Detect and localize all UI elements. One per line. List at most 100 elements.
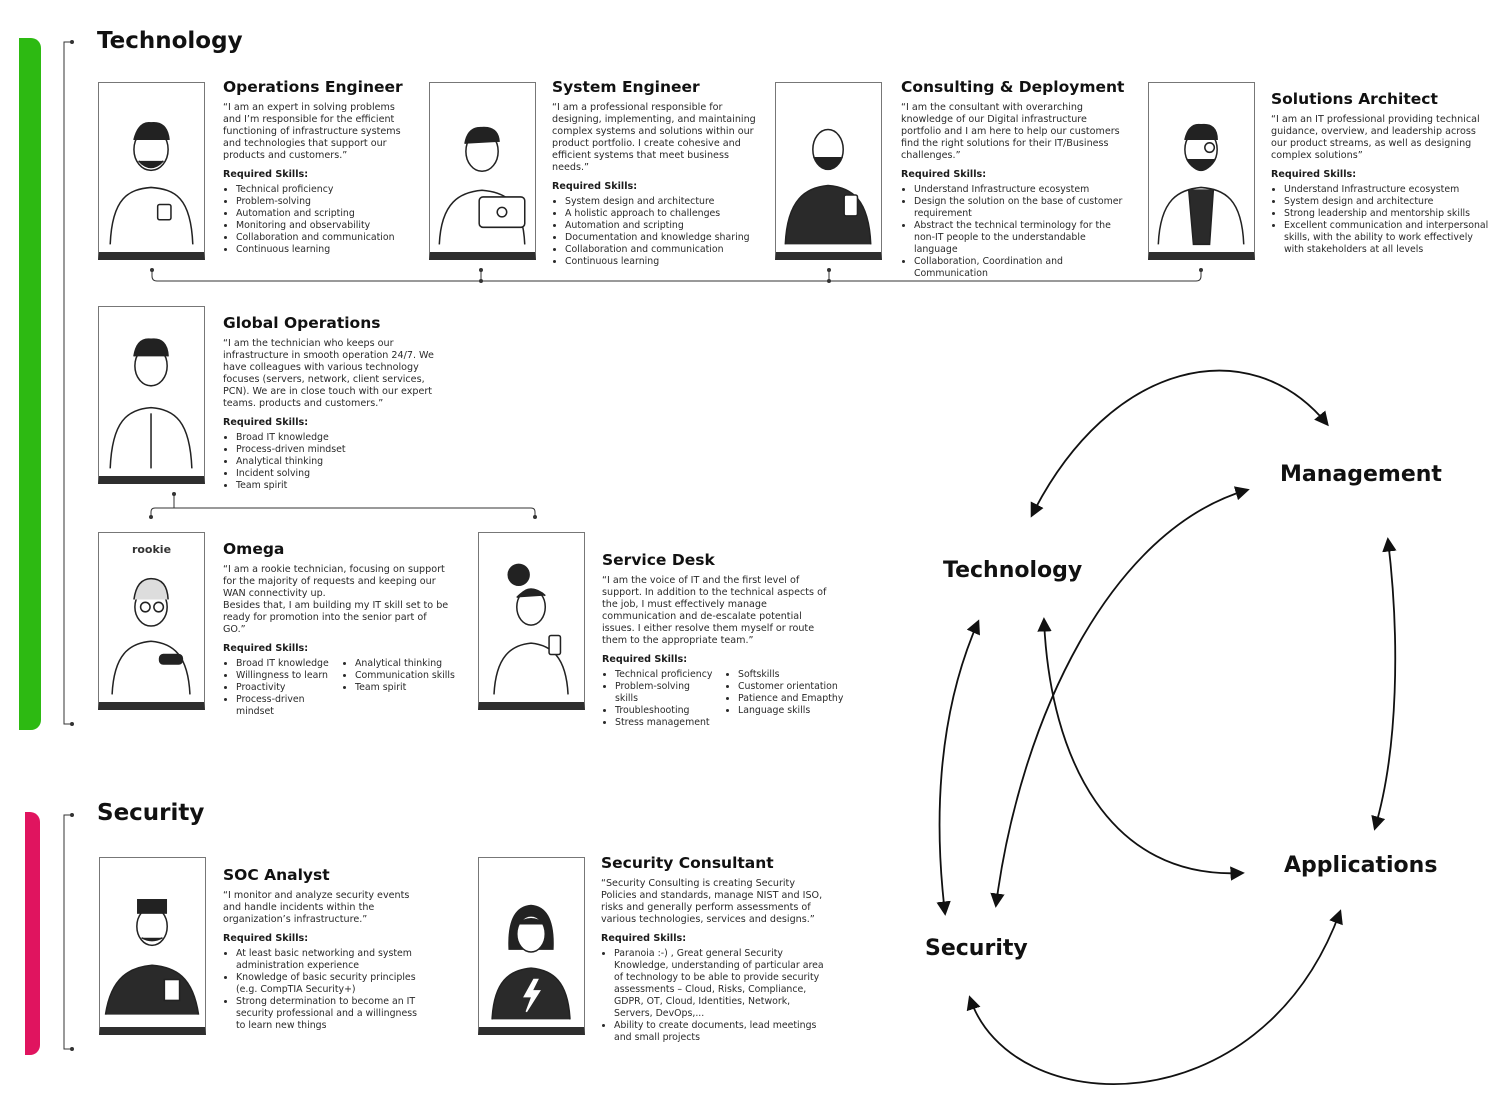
skills-list: Analytical thinking Communication skills… [342, 658, 460, 718]
skill-item: Design the solution on the base of custo… [914, 196, 1126, 220]
skill-item: Technical proficiency [615, 669, 715, 681]
skill-item: Team spirit [355, 682, 460, 694]
skill-item: Collaboration, Coordination and Communic… [914, 256, 1126, 280]
skill-item: Understand Infrastructure ecosystem [1284, 184, 1489, 196]
skill-item: Documentation and knowledge sharing [565, 232, 757, 244]
required-skills-label: Required Skills: [601, 933, 687, 944]
skill-item: Softskills [738, 669, 848, 681]
card-quote: “I am an expert in solving problems and … [223, 102, 401, 161]
solutions-architect-card: Solutions Architect “I am an IT professi… [1271, 90, 1489, 256]
skills-list: Broad IT knowledge Process-driven mindse… [223, 432, 451, 492]
soc-analyst-illustration [99, 857, 206, 1035]
required-skills-label: Required Skills: [223, 933, 309, 944]
service-desk-card: Service Desk “I am the voice of IT and t… [602, 551, 843, 729]
skill-item: Knowledge of basic security principles (… [236, 972, 423, 996]
omega-card: Omega “I am a rookie technician, focusin… [223, 540, 455, 718]
skill-item: Analytical thinking [236, 456, 451, 468]
card-quote: “I am the voice of IT and the first leve… [602, 575, 827, 646]
ops-engineer-illustration [98, 82, 205, 260]
skill-item: Incident solving [236, 468, 451, 480]
card-quote: “I am the technician who keeps our infra… [223, 338, 434, 409]
card-title: Omega [223, 540, 285, 558]
skill-item: Excellent communication and interpersona… [1284, 220, 1489, 256]
technology-section-bar [19, 38, 41, 730]
card-title: System Engineer [552, 78, 700, 96]
cycle-label-technology: Technology [943, 558, 1083, 583]
security-consultant-illustration [478, 857, 585, 1035]
skill-item: A holistic approach to challenges [565, 208, 757, 220]
card-title: Service Desk [602, 551, 715, 569]
consulting-illustration [775, 82, 882, 260]
skill-item: Automation and scripting [565, 220, 757, 232]
skill-item: Process-driven mindset [236, 694, 332, 718]
system-engineer-illustration [429, 82, 536, 260]
required-skills-label: Required Skills: [223, 417, 309, 428]
skills-list: Understand Infrastructure ecosystem Syst… [1271, 184, 1489, 256]
skill-item: Understand Infrastructure ecosystem [914, 184, 1126, 196]
card-quote: “I monitor and analyze security events a… [223, 890, 410, 925]
required-skills-label: Required Skills: [1271, 169, 1357, 180]
skill-item: Strong determination to become an IT sec… [236, 996, 423, 1032]
solutions-architect-illustration [1148, 82, 1255, 260]
skills-list: Understand Infrastructure ecosystem Desi… [901, 184, 1126, 280]
card-title: SOC Analyst [223, 866, 330, 884]
skill-item: Monitoring and observability [236, 220, 408, 232]
skill-item: Collaboration and communication [236, 232, 408, 244]
skill-item: Problem-solving skills [615, 681, 715, 705]
card-quote: “Security Consulting is creating Securit… [601, 878, 823, 925]
cycle-label-applications: Applications [1284, 853, 1438, 878]
skills-list: Broad IT knowledge Willingness to learn … [223, 658, 332, 718]
skill-item: Broad IT knowledge [236, 432, 451, 444]
cycle-label-management: Management [1280, 462, 1442, 487]
arrow-technology-management [1030, 369, 1329, 518]
cycle-label-security: Security [925, 936, 1028, 961]
soc-analyst-card: SOC Analyst “I monitor and analyze secur… [223, 866, 423, 1032]
card-title: Consulting & Deployment [901, 78, 1125, 96]
skills-list: Paranoia :-) , Great general Security Kn… [601, 948, 829, 1044]
skill-item: Customer orientation [738, 681, 848, 693]
skills-list: System design and architecture A holisti… [552, 196, 757, 268]
omega-illustration: rookie [98, 532, 205, 710]
card-title: Global Operations [223, 314, 381, 332]
arrow-technology-applications [1037, 617, 1245, 881]
required-skills-label: Required Skills: [901, 169, 987, 180]
skill-item: Proactivity [236, 682, 332, 694]
skill-item: Communication skills [355, 670, 460, 682]
arrow-security-management [990, 486, 1250, 908]
card-quote: “I am a professional responsible for des… [552, 102, 756, 173]
required-skills-label: Required Skills: [552, 181, 638, 192]
arrow-technology-security [936, 619, 980, 916]
service-desk-illustration [478, 532, 585, 710]
skill-item: Analytical thinking [355, 658, 460, 670]
skills-list: Technical proficiency Problem-solving Au… [223, 184, 408, 256]
required-skills-label: Required Skills: [223, 643, 309, 654]
global-ops-illustration [98, 306, 205, 484]
skill-item: Broad IT knowledge [236, 658, 332, 670]
skill-item: Patience and Emapthy [738, 693, 848, 705]
skill-item: Language skills [738, 705, 848, 717]
skill-item: At least basic networking and system adm… [236, 948, 423, 972]
skill-item: System design and architecture [1284, 196, 1489, 208]
skill-item: Process-driven mindset [236, 444, 451, 456]
skill-item: Ability to create documents, lead meetin… [614, 1020, 829, 1044]
technology-section-title: Technology [97, 28, 243, 54]
skill-item: Problem-solving [236, 196, 408, 208]
card-quote: “I am the consultant with overarching kn… [901, 102, 1120, 161]
system-engineer-card: System Engineer “I am a professional res… [552, 78, 757, 268]
skill-item: Stress management [615, 717, 715, 729]
skill-item: Strong leadership and mentorship skills [1284, 208, 1489, 220]
skill-item: System design and architecture [565, 196, 757, 208]
skill-item: Technical proficiency [236, 184, 408, 196]
skills-list: Softskills Customer orientation Patience… [725, 669, 848, 729]
skills-list: At least basic networking and system adm… [223, 948, 423, 1032]
card-title: Solutions Architect [1271, 90, 1438, 108]
card-title: Operations Engineer [223, 78, 403, 96]
skill-item: Automation and scripting [236, 208, 408, 220]
security-section-bar [25, 812, 40, 1055]
global-ops-card: Global Operations “I am the technician w… [223, 314, 451, 492]
consulting-card: Consulting & Deployment “I am the consul… [901, 78, 1126, 280]
ops-engineer-card: Operations Engineer “I am an expert in s… [223, 78, 408, 256]
required-skills-label: Required Skills: [602, 654, 688, 665]
skill-item: Troubleshooting [615, 705, 715, 717]
card-title: Security Consultant [601, 854, 774, 872]
